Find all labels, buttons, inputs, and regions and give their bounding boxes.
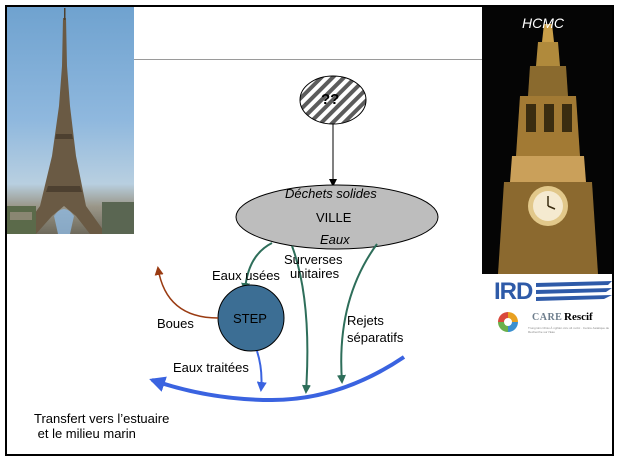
care-logo-text: CARE (532, 312, 563, 323)
city-water-label: Eaux (320, 232, 350, 247)
hcmc-tower-photo: HCMC (482, 6, 614, 274)
eaux-usees-flow (241, 242, 273, 292)
boues-label: Boues (157, 316, 194, 331)
eaux-usees-label: Eaux usées (212, 268, 280, 283)
surverses-flow (291, 245, 311, 394)
ird-logo: IRD (494, 279, 612, 305)
eiffel-tower-drawing (6, 8, 134, 234)
unknown-source-label: ?? (321, 91, 340, 108)
rejets-flow (337, 243, 378, 384)
rejets-label-2: séparatifs (347, 330, 404, 345)
step-label: STEP (233, 311, 267, 326)
boues-flow (154, 266, 219, 319)
care-logo-mark (498, 312, 518, 332)
city-name-label: VILLE (316, 210, 352, 225)
transfer-label-2: et le milieu marin (34, 426, 136, 441)
rescif-logo-text: Rescif (564, 311, 593, 323)
transfer-label-1: Transfert vers l’estuaire (34, 411, 170, 426)
surverses-label-2: unitaires (290, 266, 340, 281)
ird-logo-text: IRD (494, 278, 533, 305)
paris-eiffel-photo (6, 6, 134, 234)
ville-ellipse (235, 184, 439, 250)
care-subtitle: Trung tâm Châu Á nghiên cứu về nước · Ce… (528, 326, 610, 334)
hcmc-clock-tower-drawing (498, 24, 598, 274)
city-solid-waste-label: Déchets solides (285, 186, 377, 201)
surverses-label-1: Surverses (284, 252, 343, 267)
hcmc-caption: HCMC (522, 15, 564, 31)
ird-logo-stripes (536, 281, 612, 301)
eaux-traitees-label: Eaux traitées (173, 360, 249, 375)
transfer-arrow (149, 355, 406, 403)
care-rescif-logo: CARE Rescif Trung tâm Châu Á nghiên cứu … (494, 306, 614, 346)
eaux-traitees-flow (256, 350, 267, 392)
rejets-label-1: Rejets (347, 313, 384, 328)
header-rule (134, 59, 482, 60)
